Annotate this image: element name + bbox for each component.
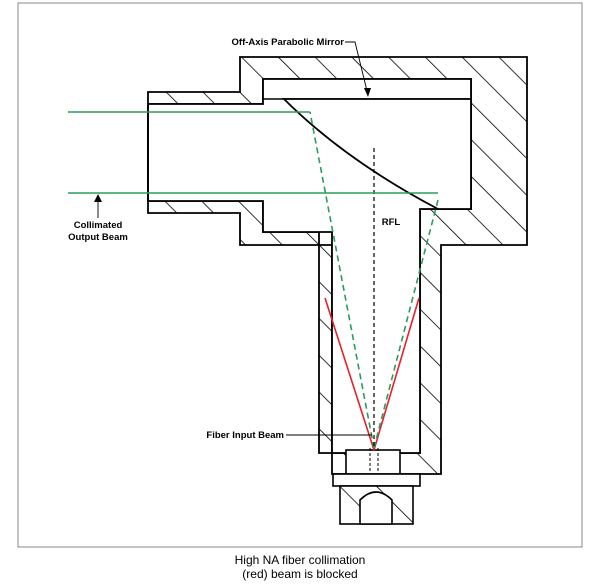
caption-line-2: (red) beam is blocked bbox=[242, 567, 358, 581]
collimator-diagram: Off-Axis Parabolic Mirror Collimated Out… bbox=[17, 2, 583, 548]
blocked-ray-left bbox=[324, 297, 375, 451]
output-label-line1: Collimated bbox=[74, 220, 123, 231]
figure-border bbox=[17, 2, 583, 548]
input-ray-right bbox=[373, 199, 439, 449]
fiber-input-beam bbox=[309, 111, 439, 449]
mirror-leader-line bbox=[345, 41, 369, 96]
fiber-label: Fiber Input Beam bbox=[206, 430, 284, 441]
output-leader-arrow bbox=[94, 194, 102, 202]
parabolic-mirror bbox=[281, 98, 472, 210]
output-label-line2: Output Beam bbox=[68, 232, 128, 243]
caption-line-1: High NA fiber collimation bbox=[234, 553, 366, 567]
rfl-label: RFL bbox=[382, 217, 401, 228]
collimated-output-beam bbox=[68, 111, 438, 194]
fiber-connector bbox=[332, 449, 421, 525]
blocked-beam bbox=[324, 297, 420, 451]
mirror-leader-arrow bbox=[364, 88, 371, 97]
blocked-ray-right bbox=[373, 297, 420, 451]
mirror-label: Off-Axis Parabolic Mirror bbox=[232, 37, 345, 48]
input-ray-left bbox=[309, 111, 375, 449]
